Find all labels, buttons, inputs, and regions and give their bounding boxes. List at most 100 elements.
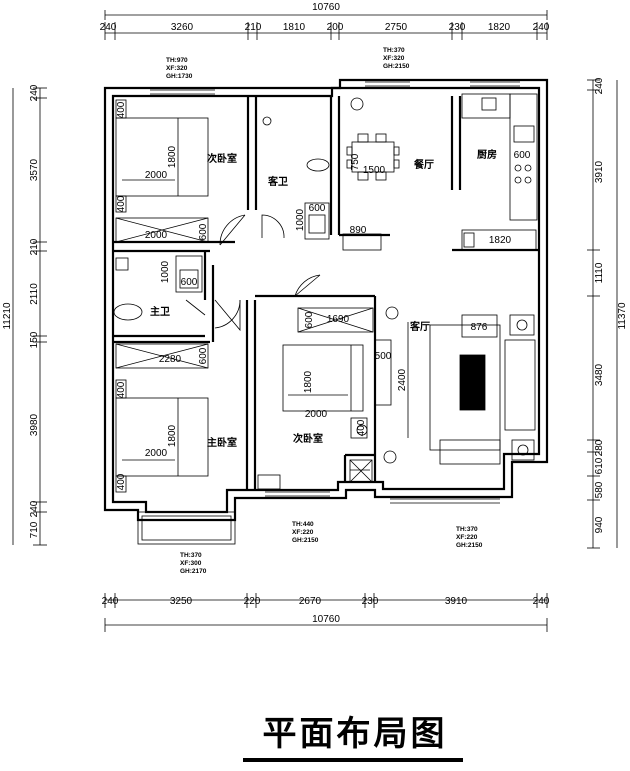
bottom-total-dim: 10760: [312, 614, 340, 625]
dining-cabinet: [342, 233, 382, 251]
left-dim-1: 240: [29, 84, 40, 101]
guest-bath-tub: [304, 202, 330, 240]
dim-bed-top-side2: 400: [116, 195, 127, 212]
dim-bed-top-l: 1800: [167, 145, 178, 168]
dim-wardrobe-mid: 1690: [327, 314, 350, 325]
bottom-dim-5: 230: [362, 596, 379, 607]
window-tag-4-l1: TH:370: [456, 526, 478, 533]
dim-wardrobe-master-d: 600: [198, 347, 209, 364]
window-tag-4-l2: XF:220: [456, 534, 478, 541]
side-table: [461, 314, 498, 338]
sofa-side: [439, 439, 501, 465]
right-total-dim: 11370: [617, 302, 628, 330]
room-label-kitchen: 厨房: [477, 148, 497, 161]
exterior-walls: [103, 78, 549, 545]
dim-dining-table-d: 750: [350, 153, 361, 170]
left-dimension: 11210 240 3570 210 2110 150 3980 240 710: [2, 84, 47, 546]
dim-tv-cab: 500: [375, 351, 392, 362]
top-dim-4: 1810: [283, 22, 306, 33]
dim-dining-table: 1500: [363, 165, 386, 176]
furniture-dims: 2000 1800 400 400 2000 600 600 1000 1500…: [116, 101, 531, 490]
plan-title: 平面布局图: [262, 714, 448, 754]
top-dim-9: 240: [533, 22, 550, 33]
top-dim-8: 1820: [488, 22, 511, 33]
right-dim-4: 3480: [594, 363, 605, 386]
title-underline: [243, 758, 463, 762]
coffee-table: [459, 354, 486, 411]
sofa-main: [504, 339, 536, 431]
dim-bed-master-w: 2000: [145, 448, 168, 459]
room-label-dining: 餐厅: [413, 158, 434, 171]
dim-master-tub-d: 600: [181, 277, 198, 288]
window-tag-3-l3: GH:2150: [292, 537, 319, 544]
window-tag-1-l3: GH:1730: [166, 73, 193, 80]
dim-bed-master-l: 1800: [167, 424, 178, 447]
window-tag-3: TH:440 XF:220 GH:2150: [292, 521, 319, 544]
dim-bed-mid-w: 2000: [305, 409, 328, 420]
dim-bed-master-side2: 400: [116, 473, 127, 490]
wardrobe-master: [115, 343, 209, 369]
window-tag-5-l3: GH:2170: [180, 568, 207, 575]
dim-tv-span: 2400: [397, 368, 408, 391]
room-label-bed2-top: 次卧室: [207, 152, 237, 165]
kitchen-counter: [509, 93, 538, 221]
dining-table: [351, 141, 395, 173]
top-total-dim: 10760: [312, 2, 340, 13]
dim-master-tub: 1000: [160, 260, 171, 283]
kitchen-cabinet: [461, 229, 537, 251]
dim-bed-mid-side: 400: [356, 419, 367, 436]
bottom-dim-2: 3250: [170, 596, 193, 607]
right-dimension: 11370 240 3910 1110 3480 280 610 580 940: [587, 77, 628, 549]
window-tag-5-l1: TH:370: [180, 552, 202, 559]
right-dim-1: 240: [594, 77, 605, 94]
left-dim-6: 3980: [29, 413, 40, 436]
doors: [185, 214, 370, 471]
right-dim-5: 280: [594, 439, 605, 456]
window-tag-5-l2: XF:300: [180, 560, 202, 567]
top-dim-6: 2750: [385, 22, 408, 33]
right-dim-8: 940: [594, 516, 605, 533]
plant-icons: [350, 97, 399, 464]
window-tag-1-l1: TH:970: [166, 57, 188, 64]
top-dim-2: 3260: [171, 22, 194, 33]
master-bath-tub: [175, 255, 203, 293]
left-dim-3: 210: [29, 238, 40, 255]
top-dim-1: 240: [100, 22, 117, 33]
right-dim-2: 3910: [594, 160, 605, 183]
dim-kitchen-cab: 1820: [489, 235, 512, 246]
right-dim-7: 580: [594, 481, 605, 498]
dim-bed-mid-l: 1800: [303, 370, 314, 393]
dim-sofa-table: 876: [471, 322, 488, 333]
left-dim-2: 3570: [29, 158, 40, 181]
bottom-dim-4: 2670: [299, 596, 322, 607]
room-label-master-bath: 主卫: [150, 305, 170, 318]
window-tag-3-l2: XF:220: [292, 529, 314, 536]
left-total-dim: 11210: [2, 302, 13, 330]
dim-guest-tub: 600: [309, 203, 326, 214]
bed-top-left: [115, 117, 209, 197]
bed-mid: [282, 344, 364, 412]
left-dim-8: 710: [29, 521, 40, 538]
dim-kitchen-counter: 600: [514, 150, 531, 161]
window-tag-5: TH:370 XF:300 GH:2170: [180, 552, 207, 575]
dim-wardrobe-top-d: 600: [198, 223, 209, 240]
room-label-bed2-mid: 次卧室: [293, 432, 323, 445]
dim-wardrobe-master: 2280: [159, 354, 182, 365]
dim-bed-top-w: 2000: [145, 170, 168, 181]
furniture: [113, 93, 538, 493]
window-tag-1: TH:970 XF:320 GH:1730: [166, 57, 193, 80]
dim-wardrobe-mid-d: 600: [304, 311, 315, 328]
bottom-dim-1: 240: [102, 596, 119, 607]
dim-dining-cab: 890: [350, 225, 367, 236]
window-tag-2: TH:370 XF:320 GH:2150: [383, 47, 410, 70]
right-dim-6: 610: [594, 457, 605, 474]
left-dim-7: 240: [29, 500, 40, 517]
bed-master: [115, 397, 209, 477]
tv-cabinet: [374, 339, 392, 406]
wardrobe-top-left: [115, 217, 209, 243]
bottom-dim-6: 3910: [445, 596, 468, 607]
dim-bed-top-side1: 400: [116, 101, 127, 118]
window-tag-2-l1: TH:370: [383, 47, 405, 54]
window-tag-3-l1: TH:440: [292, 521, 314, 528]
